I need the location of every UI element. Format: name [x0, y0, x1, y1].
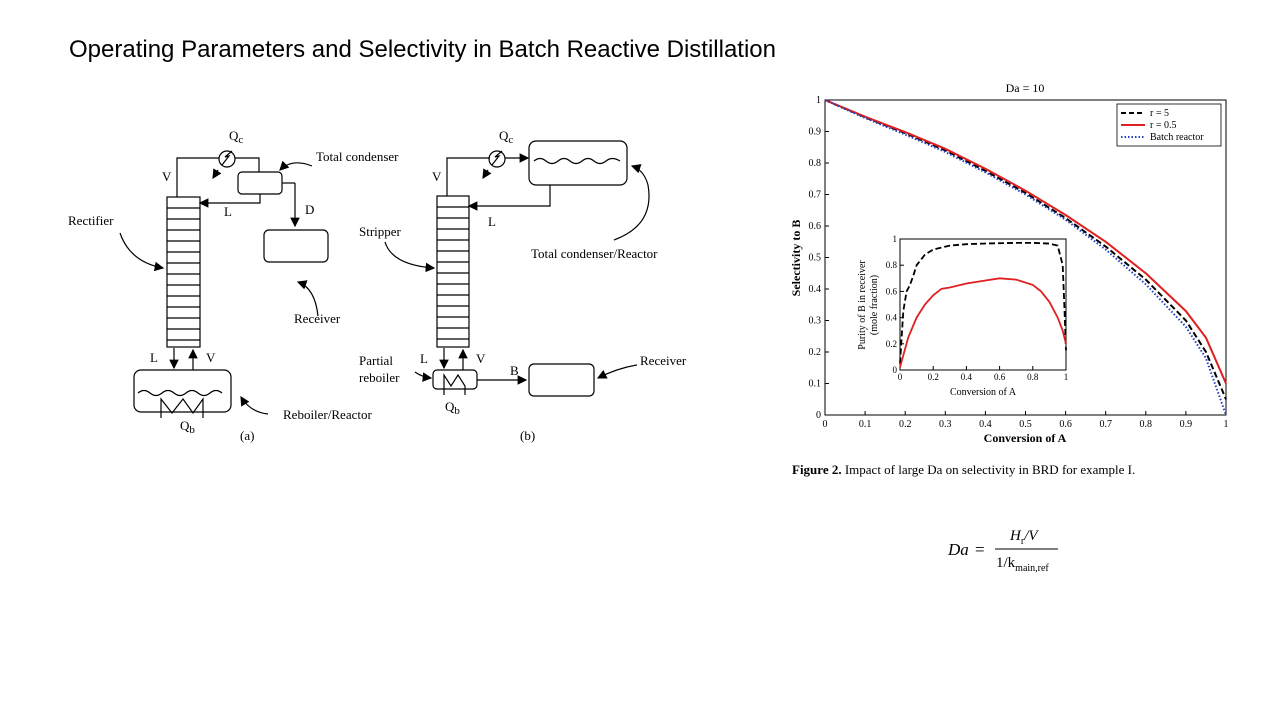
inset-series-r-0-5 — [899, 277, 1067, 368]
main-x-tick-label: 0.5 — [1019, 419, 1032, 430]
inset-x-axis-label: Conversion of A — [950, 387, 1017, 398]
main-x-tick-label: 0.7 — [1099, 419, 1112, 430]
total-condenser-reactor-label: Total condenser/Reactor — [531, 246, 658, 261]
rectifier-column — [166, 196, 201, 348]
main-y-tick-label: 0.8 — [809, 158, 822, 169]
main-y-tick-label: 0.9 — [809, 127, 822, 138]
main-x-tick-label: 0.8 — [1140, 419, 1153, 430]
slide-title: Operating Parameters and Selectivity in … — [69, 36, 776, 63]
receiver-label-a: Receiver — [294, 311, 341, 326]
caption-a: (a) — [240, 428, 254, 443]
main-y-tick-label: 0.7 — [809, 190, 822, 201]
inset-series-r-5 — [899, 241, 1067, 364]
chart-title: Da = 10 — [1006, 81, 1045, 95]
inset-x-tick-label: 0 — [898, 372, 903, 382]
inset-plot-frame — [899, 238, 1067, 371]
partial-reboiler-label-2: reboiler — [359, 370, 400, 385]
main-y-tick-label: 1 — [816, 95, 821, 106]
main-x-tick-label: 0.6 — [1059, 419, 1072, 430]
qc-label-b: Qc — [499, 128, 513, 146]
inset-y-tick-label: 0.4 — [886, 313, 898, 323]
diagram-a: Qc Total condenser V L D Rectifier Recei… — [68, 128, 399, 443]
main-x-tick-label: 0.2 — [899, 419, 912, 430]
inset-y-tick-label: 0.6 — [886, 286, 898, 296]
main-y-tick-label: 0.1 — [809, 379, 822, 390]
inset-y-axis-label-2: (mole fraction) — [869, 275, 880, 335]
total-condenser-a — [237, 171, 283, 195]
formula-numerator: Hr/V — [1009, 528, 1039, 547]
inset-y-tick-label: 1 — [893, 234, 898, 244]
receiver-a — [263, 229, 329, 263]
v-top-label-b: V — [432, 169, 442, 184]
legend-label-r05: r = 0.5 — [1150, 120, 1176, 131]
damkohler-formula: Da = Hr/V 1/kmain,ref — [947, 528, 1058, 574]
receiver-label-b: Receiver — [640, 353, 687, 368]
main-series-r-5 — [824, 99, 1227, 400]
main-y-tick-label: 0.5 — [809, 253, 822, 264]
qb-label-a: Qb — [180, 418, 195, 436]
partial-reboiler-label-1: Partial — [359, 353, 393, 368]
v-bottom-label-a: V — [206, 350, 216, 365]
reboiler-reactor-label: Reboiler/Reactor — [283, 407, 372, 422]
main-x-axis-label: Conversion of A — [984, 431, 1067, 445]
total-condenser-reactor-b — [528, 140, 628, 186]
qc-label-a: Qc — [229, 128, 243, 146]
v-top-label-a: V — [162, 169, 172, 184]
inset-y-tick-label: 0.8 — [886, 260, 898, 270]
receiver-b — [528, 363, 595, 397]
l-bottom-label-a: L — [150, 350, 158, 365]
main-x-tick-label: 0.1 — [859, 419, 872, 430]
stripper-label: Stripper — [359, 224, 402, 239]
b-label: B — [510, 363, 519, 378]
inset-x-tick-label: 1 — [1064, 372, 1069, 382]
l-bottom-label-b: L — [420, 351, 428, 366]
main-y-tick-label: 0.4 — [809, 284, 822, 295]
main-legend: r = 5 r = 0.5 Batch reactor — [1116, 103, 1222, 147]
inset-x-tick-label: 0.6 — [994, 372, 1006, 382]
rectifier-label: Rectifier — [68, 213, 114, 228]
formula-equals: = — [975, 540, 985, 559]
inset-x-tick-label: 0.8 — [1027, 372, 1039, 382]
main-y-tick-label: 0 — [816, 410, 821, 421]
main-x-tick-label: 1 — [1224, 419, 1229, 430]
main-x-tick-label: 0.9 — [1180, 419, 1193, 430]
caption-b: (b) — [520, 428, 535, 443]
total-condenser-label-a: Total condenser — [316, 149, 399, 164]
formula-denominator: 1/kmain,ref — [996, 555, 1049, 574]
main-y-axis-label: Selectivity to B — [789, 220, 803, 297]
condenser-b-heat-icon — [482, 150, 506, 180]
main-y-tick-label: 0.3 — [809, 316, 822, 327]
stripper-column — [436, 195, 470, 348]
d-label-a: D — [305, 202, 314, 217]
main-x-tick-label: 0 — [823, 419, 828, 430]
main-x-tick-label: 0.4 — [979, 419, 992, 430]
l-top-label-b: L — [488, 214, 496, 229]
main-x-tick-label: 0.3 — [939, 419, 952, 430]
main-y-tick-label: 0.6 — [809, 221, 822, 232]
inset-y-tick-label: 0 — [893, 365, 898, 375]
legend-label-r5: r = 5 — [1150, 108, 1169, 119]
inset-y-axis-label-1: Purity of B in receiver — [857, 260, 868, 350]
diagram-b: Qc V L Total condenser/Reactor Stripper … — [359, 128, 687, 443]
formula-lhs: Da — [947, 540, 969, 559]
v-bottom-label-b: V — [476, 351, 486, 366]
inset-x-tick-label: 0.4 — [961, 372, 973, 382]
main-series-batch-reactor — [824, 99, 1227, 416]
condenser-a-heat-icon — [212, 150, 236, 180]
inset-x-tick-label: 0.2 — [928, 372, 939, 382]
inset-y-tick-label: 0.2 — [886, 339, 897, 349]
inset-chart: 0 0.2 0.4 0.6 0.8 1 0 0.2 0.4 0.6 0.8 1 Conversion… — [857, 234, 1068, 398]
qb-label-b: Qb — [445, 399, 460, 417]
l-top-label-a: L — [224, 204, 232, 219]
main-series-r-0-5 — [824, 99, 1227, 384]
figure-caption: Figure 2. Impact of large Da on selectiv… — [792, 462, 1135, 477]
main-y-tick-label: 0.2 — [809, 347, 822, 358]
legend-label-batch: Batch reactor — [1150, 132, 1204, 143]
reboiler-reactor-a — [133, 369, 232, 413]
